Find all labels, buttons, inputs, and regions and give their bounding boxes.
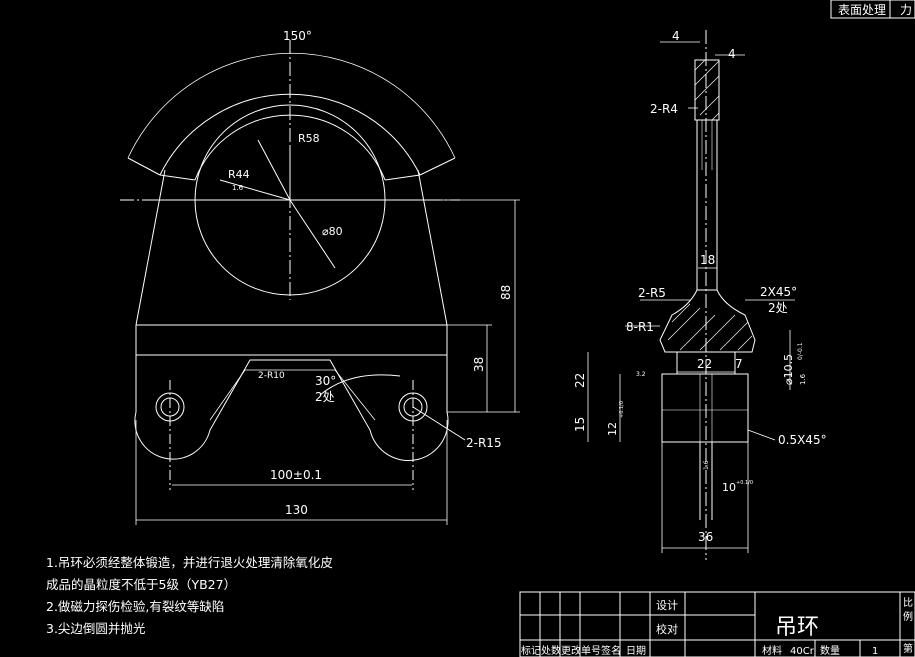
- width-10-label: 10: [722, 481, 736, 494]
- span-100-label: 100±0.1: [270, 468, 322, 482]
- radius-r15-label: 2-R15: [466, 436, 502, 450]
- front-dimensions: [135, 199, 520, 525]
- side-view-outline: [659, 30, 756, 560]
- height-15-label: 15: [573, 417, 587, 432]
- height-12-label: 12: [606, 422, 619, 436]
- qty-value: 1: [872, 646, 878, 657]
- radius-r1-label: 8-R1: [626, 320, 654, 334]
- diameter-80-label: ⌀80: [322, 225, 343, 238]
- radius-r5-label: 2-R5: [638, 286, 666, 300]
- note-line-1: 1.吊环必须经整体锻造，并进行退火处理清除氧化皮: [46, 555, 333, 570]
- chamfer-2x45-label: 2X45°: [760, 285, 797, 299]
- chamfer-05-label: 0.5X45°: [778, 433, 827, 447]
- angle-30-label: 30°: [315, 374, 336, 388]
- check-label: 校对: [656, 622, 678, 636]
- right-col-3: 第: [903, 642, 913, 655]
- radius-r44-label: R44: [228, 168, 250, 181]
- height-22-label: 22: [573, 373, 587, 388]
- width-36-label: 36: [698, 530, 713, 544]
- technical-notes: 1.吊环必须经整体锻造，并进行退火处理清除氧化皮 成品的晶粒度不低于5级（YB2…: [46, 552, 333, 640]
- title-block: [519, 591, 915, 657]
- date-label: 日期: [626, 645, 646, 657]
- surface-treatment-label: 表面处理: [838, 3, 886, 17]
- radius-r58-label: R58: [298, 132, 320, 145]
- side-dimensions: [587, 41, 795, 553]
- roughness-10-5-label: 1.6: [799, 373, 807, 385]
- design-label: 设计: [656, 599, 678, 612]
- radius-r4-label: 2-R4: [650, 102, 678, 116]
- front-view-outline: [120, 40, 466, 490]
- tol-10-5-label: 0/-0.1: [797, 342, 804, 360]
- roughness-small-label: 3.2: [636, 371, 646, 378]
- height-38-label: 38: [472, 357, 486, 372]
- roughness-r44-label: 1.6: [232, 184, 244, 192]
- right-col-2: 例: [903, 610, 913, 623]
- roughness-bot-label: 1.6: [703, 460, 710, 470]
- revision-header: 标记处数更改单号签名: [521, 644, 621, 657]
- note-line-4: 3.尖边倒圆并抛光: [46, 621, 146, 636]
- material-label: 材料: [762, 644, 782, 657]
- angle-150-label: 150°: [283, 29, 312, 43]
- chamfer-count-label: 2处: [768, 301, 788, 315]
- height-88-label: 88: [499, 285, 513, 300]
- width-22-label: 22: [697, 357, 712, 371]
- header-corner-char: 力: [900, 3, 912, 17]
- width-130-label: 130: [285, 503, 308, 517]
- angle-30-count-label: 2处: [315, 390, 335, 404]
- right-col-1: 比: [903, 597, 913, 609]
- note-line-3: 2.做磁力探伤检验,有裂纹等缺陷: [46, 599, 225, 614]
- shank-18-label: 18: [700, 253, 715, 267]
- material-value: 40Cr: [790, 646, 815, 657]
- header-box: [830, 0, 915, 19]
- width-7-label: 7: [735, 357, 743, 371]
- tol-12-label: +0.1/0: [619, 401, 625, 418]
- radius-slot-label: 2-R10: [258, 371, 285, 381]
- part-name: 吊环: [775, 615, 819, 640]
- note-line-2: 成品的晶粒度不低于5级（YB27）: [46, 577, 237, 592]
- top-width-2-label: 4: [728, 47, 736, 61]
- qty-label: 数量: [820, 644, 840, 657]
- diameter-10-5-label: ⌀10.5: [782, 354, 795, 385]
- top-width-1-label: 4: [672, 29, 680, 43]
- labels: 表面处理 力 150° R58 R44 1.6 ⌀80 2-R10 30° 2处…: [228, 3, 913, 657]
- tol-10-label: +0.1/0: [736, 480, 753, 486]
